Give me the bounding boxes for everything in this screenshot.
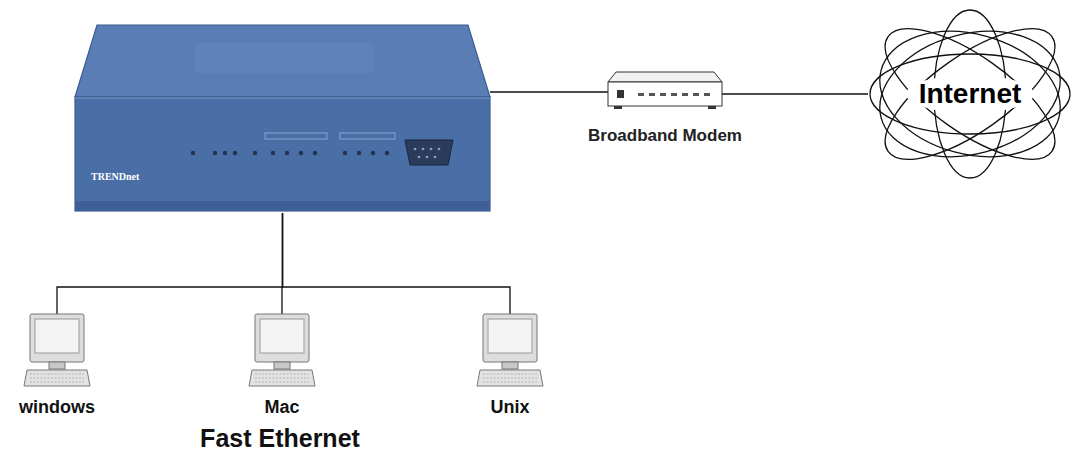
router-led [285, 151, 289, 155]
serial-pin [430, 148, 433, 151]
keyboard-keys [255, 378, 309, 379]
serial-pin [422, 148, 425, 151]
router-panel-mark [340, 133, 395, 139]
router-led [371, 151, 375, 155]
modem-top [608, 72, 722, 82]
cloud-orbit [866, 12, 1075, 176]
monitor-screen [35, 319, 79, 353]
monitor-neck [274, 362, 290, 369]
monitor-screen [488, 319, 532, 353]
modem-light [671, 93, 677, 96]
computer-icon-shape [477, 314, 543, 392]
cloud-orbit [866, 12, 1075, 176]
keyboard [249, 370, 315, 386]
keyboard-keys [483, 382, 537, 383]
router-front [75, 97, 490, 211]
router-emboss [195, 43, 375, 73]
modem-light [660, 93, 666, 96]
monitor-body [30, 314, 84, 362]
router-led [271, 151, 275, 155]
keyboard [24, 370, 90, 386]
computer-icon-shape [24, 314, 90, 392]
network-cable [283, 213, 511, 314]
router-led [299, 151, 303, 155]
network-label: Fast Ethernet [140, 424, 420, 453]
keyboard-keys [483, 378, 537, 379]
modem-device: Broadband Modem [608, 72, 722, 112]
network-cable [722, 93, 868, 94]
keyboard-keys [255, 382, 309, 383]
node-label: Broadband Modem [586, 124, 744, 147]
modem-foot [708, 106, 716, 109]
router-led [343, 151, 347, 155]
router-led [253, 151, 257, 155]
keyboard-keys [30, 378, 84, 379]
modem-foot [614, 106, 622, 109]
keyboard-keys [483, 374, 537, 375]
router-led [313, 151, 317, 155]
keyboard [477, 370, 543, 386]
node-label: Mac [219, 396, 345, 418]
modem-light [693, 93, 699, 96]
computer-icon-shape [249, 314, 315, 392]
router-led [213, 151, 217, 155]
modem-light [649, 93, 655, 96]
router-base [75, 201, 490, 211]
router-device: TRENDnet [75, 25, 490, 213]
serial-pin [426, 156, 429, 159]
internet-cloud: Internet [868, 8, 1072, 180]
cloud-orbit [866, 6, 1073, 183]
computer-icon: Unix [477, 314, 543, 392]
modem-front [608, 82, 722, 106]
modem-device-shape [608, 72, 722, 112]
modem-light [638, 93, 644, 96]
computer-icon: windows [24, 314, 90, 392]
modem-light [682, 93, 688, 96]
monitor-body [255, 314, 309, 362]
keyboard-keys [30, 374, 84, 375]
monitor-neck [502, 362, 518, 369]
serial-pin [438, 148, 441, 151]
network-cable [57, 213, 283, 314]
serial-port [405, 140, 453, 165]
computer-icon: Mac [249, 314, 315, 392]
node-label: Internet [868, 78, 1072, 110]
router-led [385, 151, 389, 155]
node-label: Unix [447, 396, 573, 418]
router-led [233, 151, 237, 155]
monitor-screen [260, 319, 304, 353]
keyboard-keys [255, 374, 309, 375]
cloud-orbit [866, 6, 1073, 183]
serial-pin [418, 156, 421, 159]
monitor-neck [49, 362, 65, 369]
router-led [191, 151, 195, 155]
node-label: TRENDnet [91, 171, 181, 183]
serial-pin [414, 148, 417, 151]
modem-light [617, 90, 624, 98]
network-cable [490, 91, 608, 92]
node-label: windows [0, 396, 120, 418]
router-led [223, 151, 227, 155]
monitor-body [483, 314, 537, 362]
keyboard-keys [30, 382, 84, 383]
router-panel-mark [265, 133, 327, 139]
router-led [357, 151, 361, 155]
modem-light [704, 93, 710, 96]
router-edge [75, 98, 490, 99]
serial-pin [434, 156, 437, 159]
router-top [75, 25, 490, 97]
router-device-shape [75, 25, 490, 213]
